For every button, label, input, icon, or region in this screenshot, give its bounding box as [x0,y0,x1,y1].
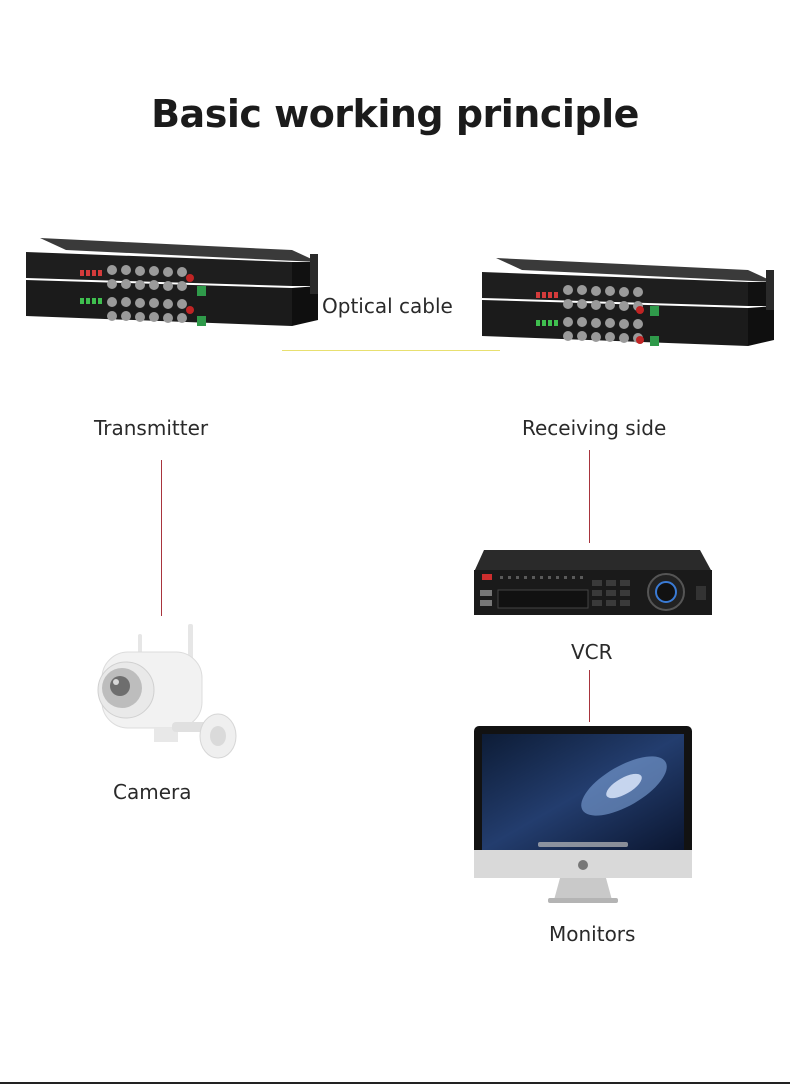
optical-cable-label: Optical cable [322,294,453,318]
vcr-connector-line [589,670,590,722]
page-title: Basic working principle [151,92,639,136]
receiver-connector-line [589,450,590,543]
transmitter-label: Transmitter [94,416,209,440]
bottom-divider [0,1082,790,1084]
monitor-device [474,726,692,903]
transmitter-device [26,238,318,326]
camera-label: Camera [113,780,192,804]
transmitter-connector-line [161,460,162,616]
receiver-device [482,258,774,346]
vcr-label: VCR [571,640,613,664]
vcr-device [474,550,712,615]
monitors-label: Monitors [549,922,636,946]
receiving-side-label: Receiving side [522,416,667,440]
camera-device [97,624,237,759]
optical-cable-line [282,350,500,351]
